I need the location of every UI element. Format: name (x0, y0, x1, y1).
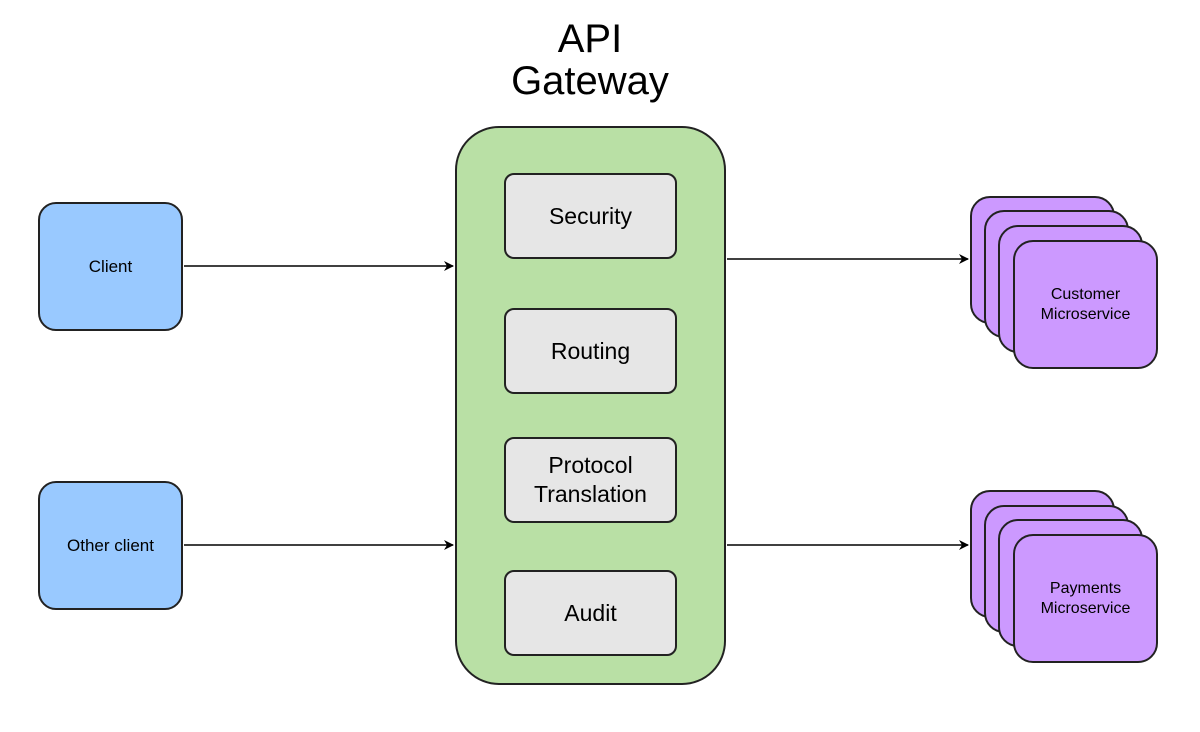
payments-label-line-2: Microservice (1040, 599, 1131, 617)
title-line-2: Gateway (511, 59, 669, 103)
other-client-label: Other client (67, 535, 154, 555)
audit-label: Audit (564, 599, 617, 626)
other-client-box: Other client (38, 481, 183, 610)
protocol-translation-module: Protocol Translation (504, 437, 677, 523)
routing-label: Routing (550, 337, 631, 364)
payments-label-line-1: Payments (1049, 579, 1122, 597)
customer-label-line-2: Microservice (1040, 305, 1131, 323)
protocol-label-line-2: Translation (534, 481, 647, 507)
customer-microservice-box: Customer Microservice (1013, 240, 1158, 369)
security-module: Security (504, 173, 677, 259)
client-label: Client (88, 256, 133, 276)
protocol-label-line-1: Protocol (548, 452, 633, 478)
payments-microservice-box: Payments Microservice (1013, 534, 1158, 663)
routing-module: Routing (504, 308, 677, 394)
client-box: Client (38, 202, 183, 331)
audit-module: Audit (504, 570, 677, 656)
title-line-1: API (557, 17, 623, 61)
customer-label-line-1: Customer (1050, 285, 1121, 303)
security-label: Security (548, 202, 633, 229)
diagram-title: API Gateway (440, 18, 740, 102)
